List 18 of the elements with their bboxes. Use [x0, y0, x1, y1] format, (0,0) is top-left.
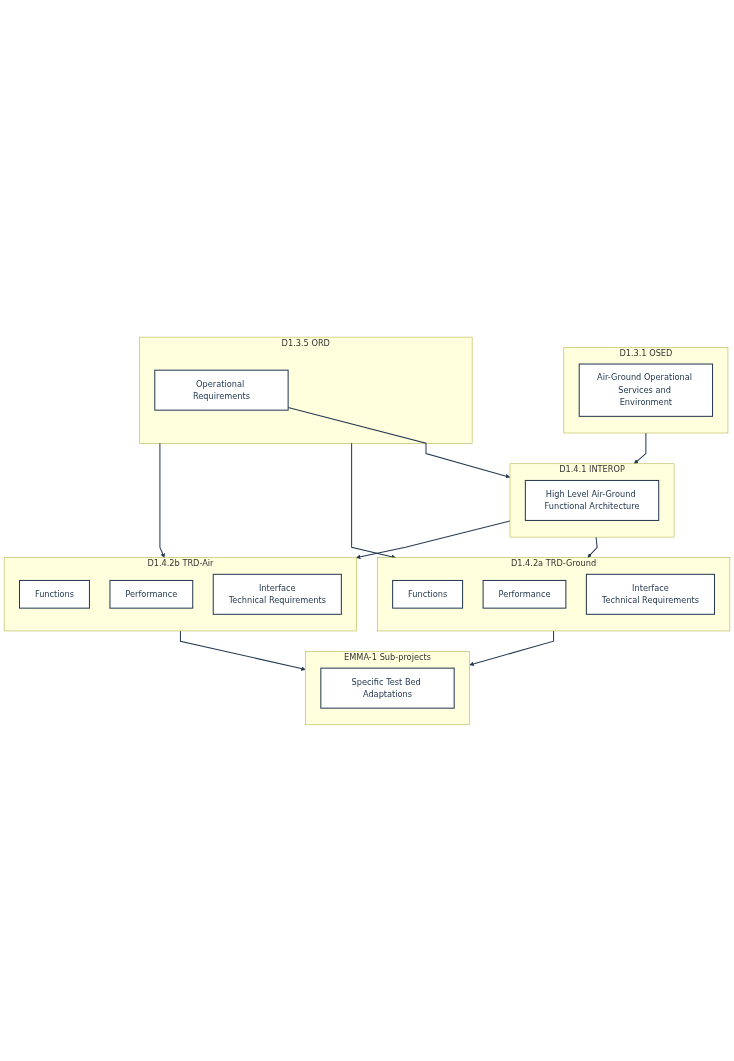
- arrow: [633, 432, 647, 464]
- node-box: Performance: [482, 579, 567, 609]
- arrow: [356, 520, 511, 559]
- node-box: High Level Air-Ground Functional Architecture: [524, 479, 660, 521]
- node-box: Operational Requirements: [154, 369, 289, 411]
- arrow: [179, 630, 306, 671]
- arrow: [159, 442, 165, 558]
- arrow: [469, 630, 555, 666]
- node-box: Interface Technical Requirements: [585, 573, 715, 615]
- node-box: Specific Test Bed Adaptations: [320, 667, 455, 709]
- arrow: [351, 442, 396, 559]
- arrow: [587, 536, 598, 558]
- node-box: Performance: [109, 579, 194, 609]
- arrow: [287, 406, 511, 478]
- node-box: Air-Ground Operational Services and Environment: [578, 363, 714, 417]
- node-box: Functions: [19, 579, 90, 609]
- node-box: Functions: [392, 579, 464, 609]
- node-box: Interface Technical Requirements: [212, 573, 342, 615]
